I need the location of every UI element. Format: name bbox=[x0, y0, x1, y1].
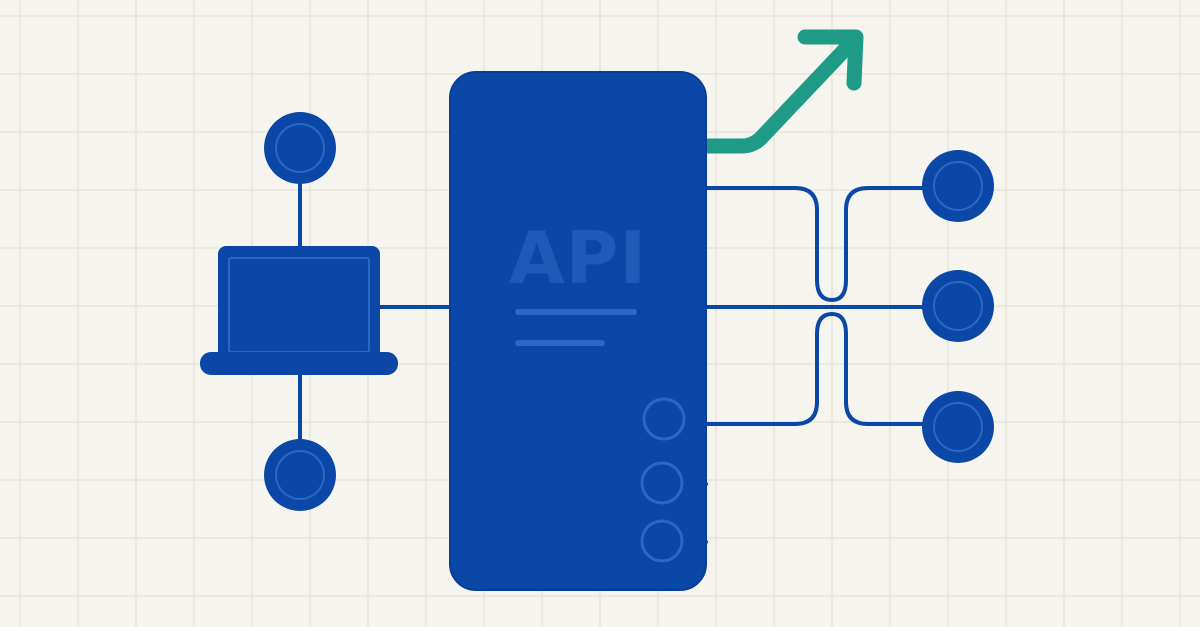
api-label: API bbox=[509, 216, 647, 300]
left-bottom-node bbox=[264, 439, 336, 511]
left-top-node bbox=[264, 112, 336, 184]
laptop-base bbox=[200, 352, 398, 375]
right-upper-endpoint-node bbox=[922, 150, 994, 222]
trend-arrow-shaft bbox=[698, 34, 860, 154]
api-server-block: API bbox=[449, 71, 707, 591]
right-middle-endpoint-node bbox=[922, 270, 994, 342]
trend-up-arrow-icon bbox=[698, 29, 864, 154]
api-to-upper-endpoint-connector bbox=[704, 186, 932, 302]
right-lower-endpoint-node bbox=[922, 391, 994, 463]
laptop-icon bbox=[200, 246, 398, 375]
api-port-2 bbox=[640, 461, 684, 505]
api-server-body bbox=[449, 71, 707, 591]
api-to-lower-endpoint-connector bbox=[684, 312, 932, 426]
laptop-screen bbox=[218, 246, 380, 362]
api-port-3 bbox=[640, 519, 684, 563]
trend-arrow-head bbox=[797, 29, 864, 91]
api-port-1 bbox=[642, 397, 686, 441]
